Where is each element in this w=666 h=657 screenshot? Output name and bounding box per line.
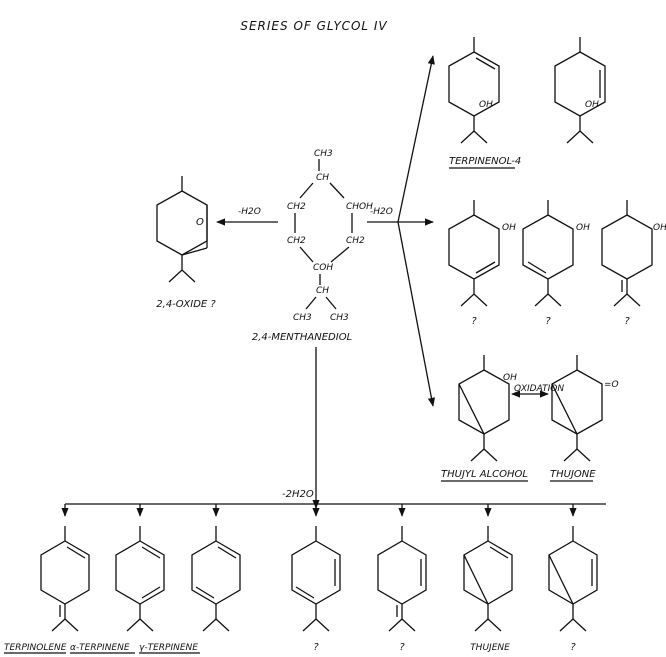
bottom-row-structures [40,526,598,632]
oh-label-3: OH [502,223,516,233]
label-unknown-5: ? [399,642,405,653]
ketone-label: =O [604,380,619,390]
oxidation-label: OXIDATION [514,384,564,394]
unknown-label-2: ? [545,316,551,327]
terpinenol-label: TERPINENOL-4 [449,156,521,167]
thujane-group: OH THUJYL ALCOHOL OXIDATION =O THUJONE [441,355,619,482]
label-unknown-4: ? [313,642,319,653]
unknown-alcohols-group: OH ? OH ? OH ? [448,200,666,327]
unknown-label-3: ? [624,316,630,327]
unknown-label-1: ? [471,316,477,327]
center-ch2-left: CH2 [287,202,306,212]
label-thujene: THUJENE [470,643,510,653]
diagram-title: SERIES OF GLYCOL IV [240,19,387,33]
center-ch2-left2: CH2 [287,236,306,246]
terpinenol-group: OH OH TERPINENOL-4 [448,37,606,169]
center-coh: COH [313,263,333,273]
left-reagent: -H2O [238,207,261,217]
label-gamma-terpinene: γ-TERPINENE [139,643,198,653]
oh-label-2: OH [585,100,599,110]
center-ch3-top: CH3 [314,149,333,159]
oh-label-1: OH [479,100,493,110]
label-unknown-7: ? [570,642,576,653]
center-ch3-left: CH3 [293,313,312,323]
center-ch3-right: CH3 [330,313,349,323]
oxide-label: 2,4-OXIDE ? [156,299,216,310]
center-ch-bottom: CH [316,286,329,296]
oh-label-4: OH [576,223,590,233]
thujone-label: THUJONE [550,469,596,480]
label-alpha-terpinene: α-TERPINENE [70,643,130,653]
label-terpinolene: TERPINOLENE [4,643,67,653]
center-ch-top: CH [316,173,329,183]
oxide-molecule: O 2,4-OXIDE ? [156,176,216,310]
thujyl-alcohol-label: THUJYL ALCOHOL [441,469,528,480]
center-choh: CHOH [346,202,373,212]
center-ch2-right: CH2 [346,236,365,246]
oxide-ring-atom: O [196,217,204,228]
bottom-row-labels: TERPINOLENE α-TERPINENE γ-TERPINENE ? ? … [4,642,576,654]
center-name: 2,4-MENTHANEDIOL [252,332,352,343]
right-reagent: -H2O [370,207,393,217]
center-molecule: CH3 CH CH2 CHOH CH2 CH2 COH CH CH3 CH3 2… [252,149,373,343]
bottom-reagent: -2H2O [282,489,314,500]
oh-label-6: OH [503,373,517,383]
oh-label-5: OH [653,223,666,233]
